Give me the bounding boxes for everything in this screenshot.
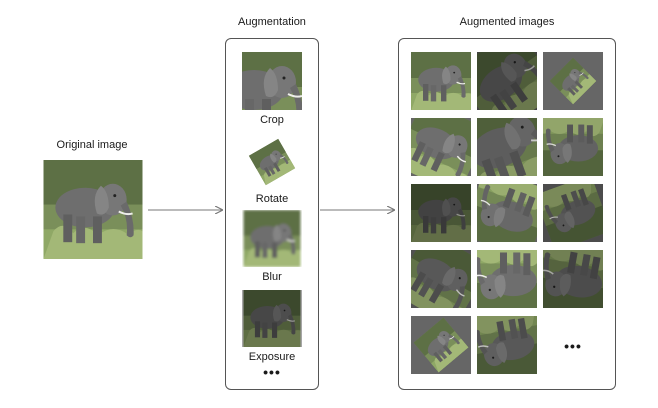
augmented-elephant-image	[543, 184, 603, 242]
crop-example-image	[242, 52, 302, 110]
augmented-elephant-image	[543, 52, 603, 110]
rotate-label: Rotate	[255, 193, 289, 205]
exposure-label: Exposure	[248, 351, 296, 363]
augmented-elephant-image	[411, 250, 471, 308]
augmented-elephant-image	[411, 316, 471, 374]
augmented-images-title: Augmented images	[459, 16, 555, 28]
augmented-more-dots: •••	[564, 338, 582, 354]
augmented-elephant-image	[411, 52, 471, 110]
original-image-title: Original image	[56, 139, 128, 151]
augmented-elephant-image	[477, 118, 537, 176]
blur-example-image	[242, 210, 302, 267]
exposure-example-image	[242, 290, 302, 347]
augmented-elephant-image	[477, 316, 537, 374]
augmented-elephant-image	[411, 118, 471, 176]
blur-label: Blur	[262, 271, 282, 283]
augmented-elephant-image	[543, 118, 603, 176]
crop-label: Crop	[260, 114, 284, 126]
augmented-elephant-image	[543, 250, 603, 308]
augmented-elephant-image	[477, 184, 537, 242]
augmented-elephant-image	[411, 184, 471, 242]
augmented-elephant-image	[477, 250, 537, 308]
rotate-example-image	[247, 137, 297, 187]
augmentation-title: Augmentation	[238, 16, 306, 28]
augmented-elephant-image	[477, 52, 537, 110]
augmentation-more-dots: •••	[263, 364, 281, 380]
